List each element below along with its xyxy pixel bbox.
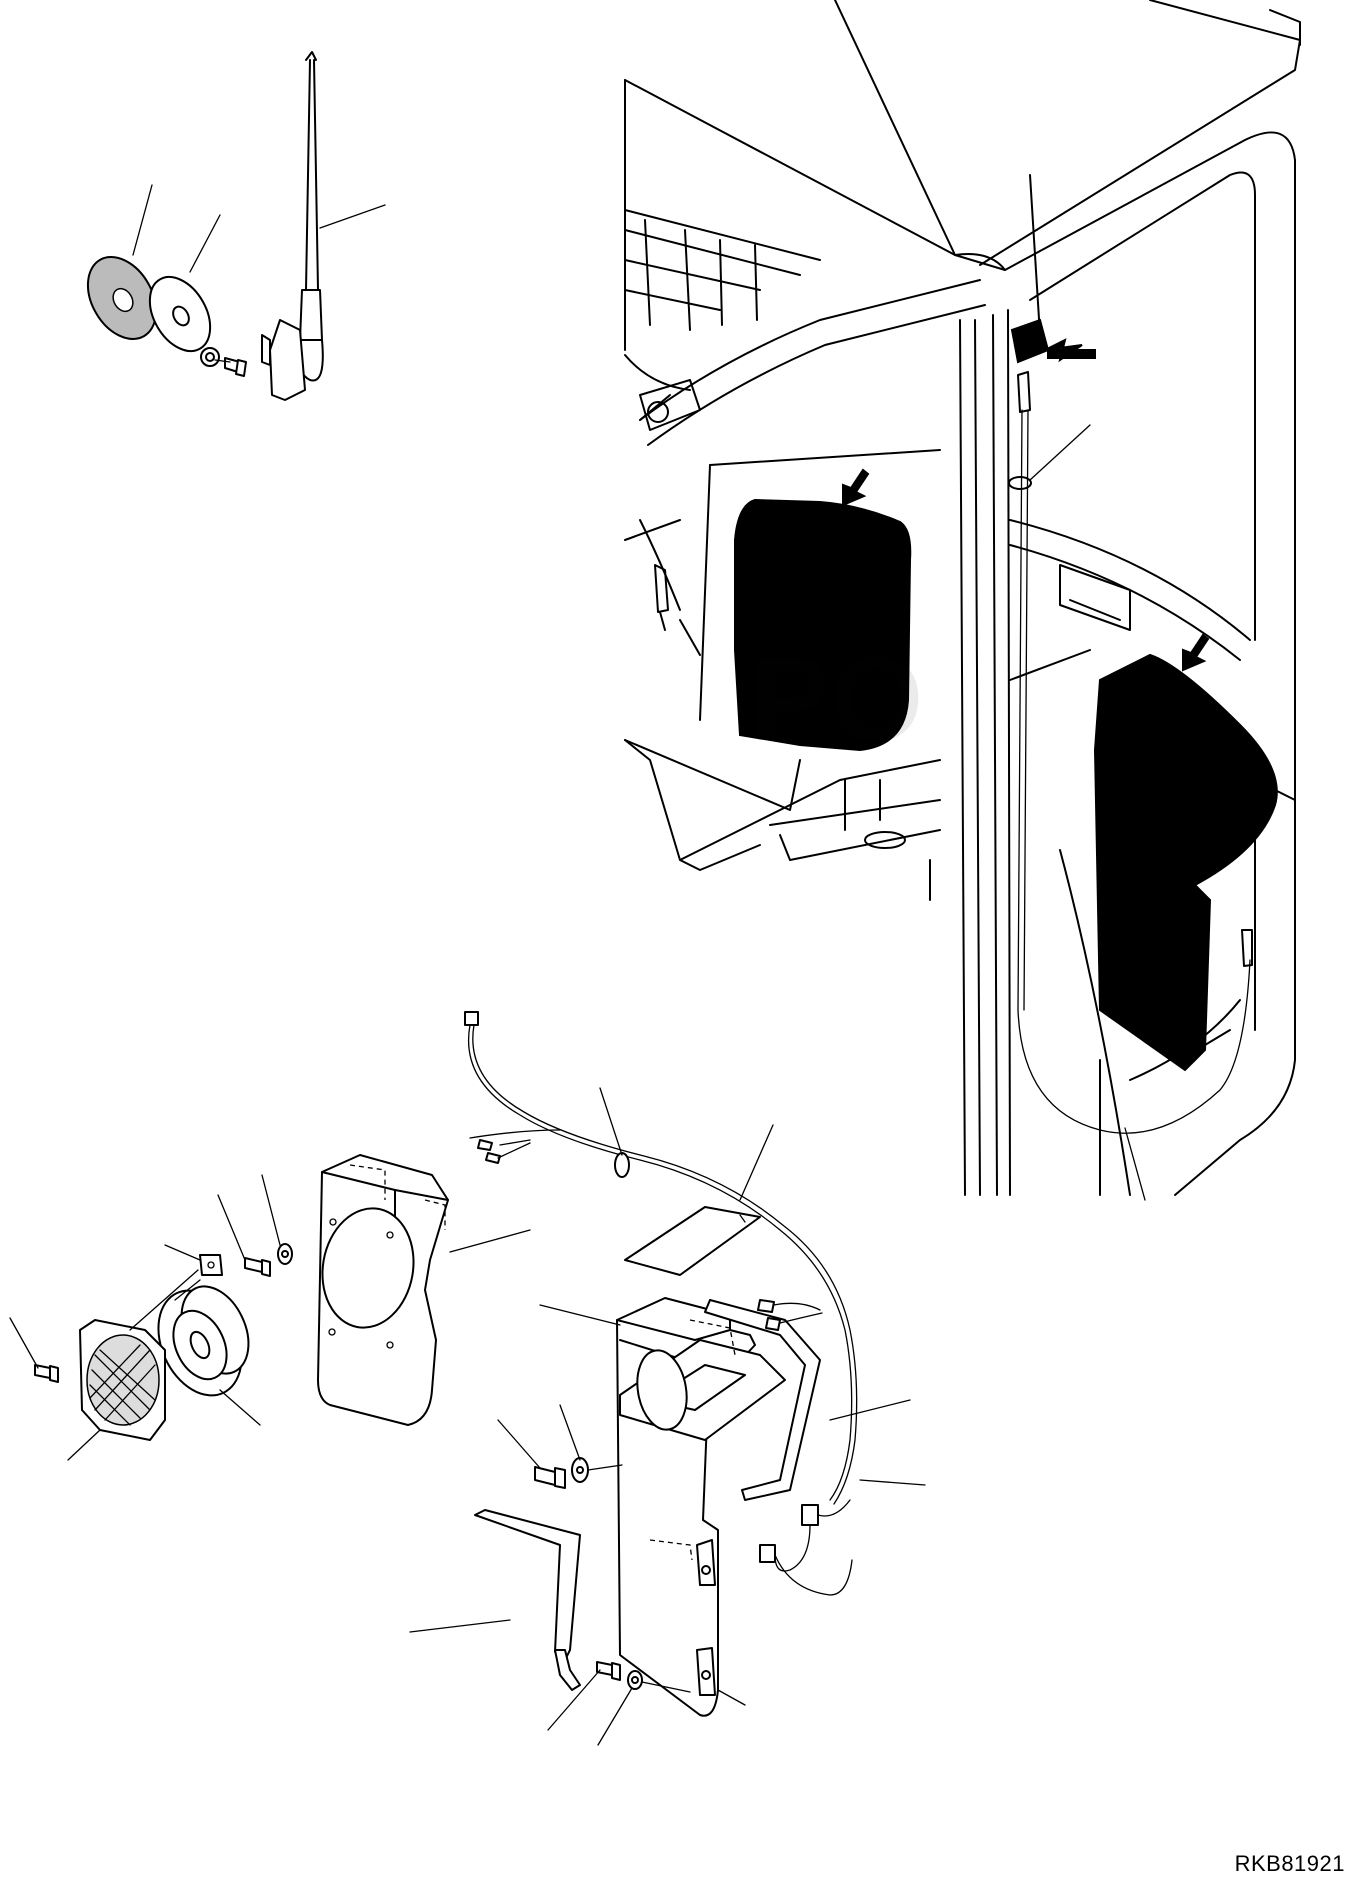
speaker-exploded-view — [9, 424, 1146, 1746]
arrow-marker-right-speaker — [1182, 633, 1210, 672]
drawing-code-label: RKB81921 — [1234, 1851, 1345, 1876]
cab-view: PO — [624, 0, 1301, 1196]
antenna-assembly — [86, 51, 386, 401]
watermark: PO — [750, 632, 923, 766]
arrow-marker-left-speaker — [842, 468, 870, 507]
